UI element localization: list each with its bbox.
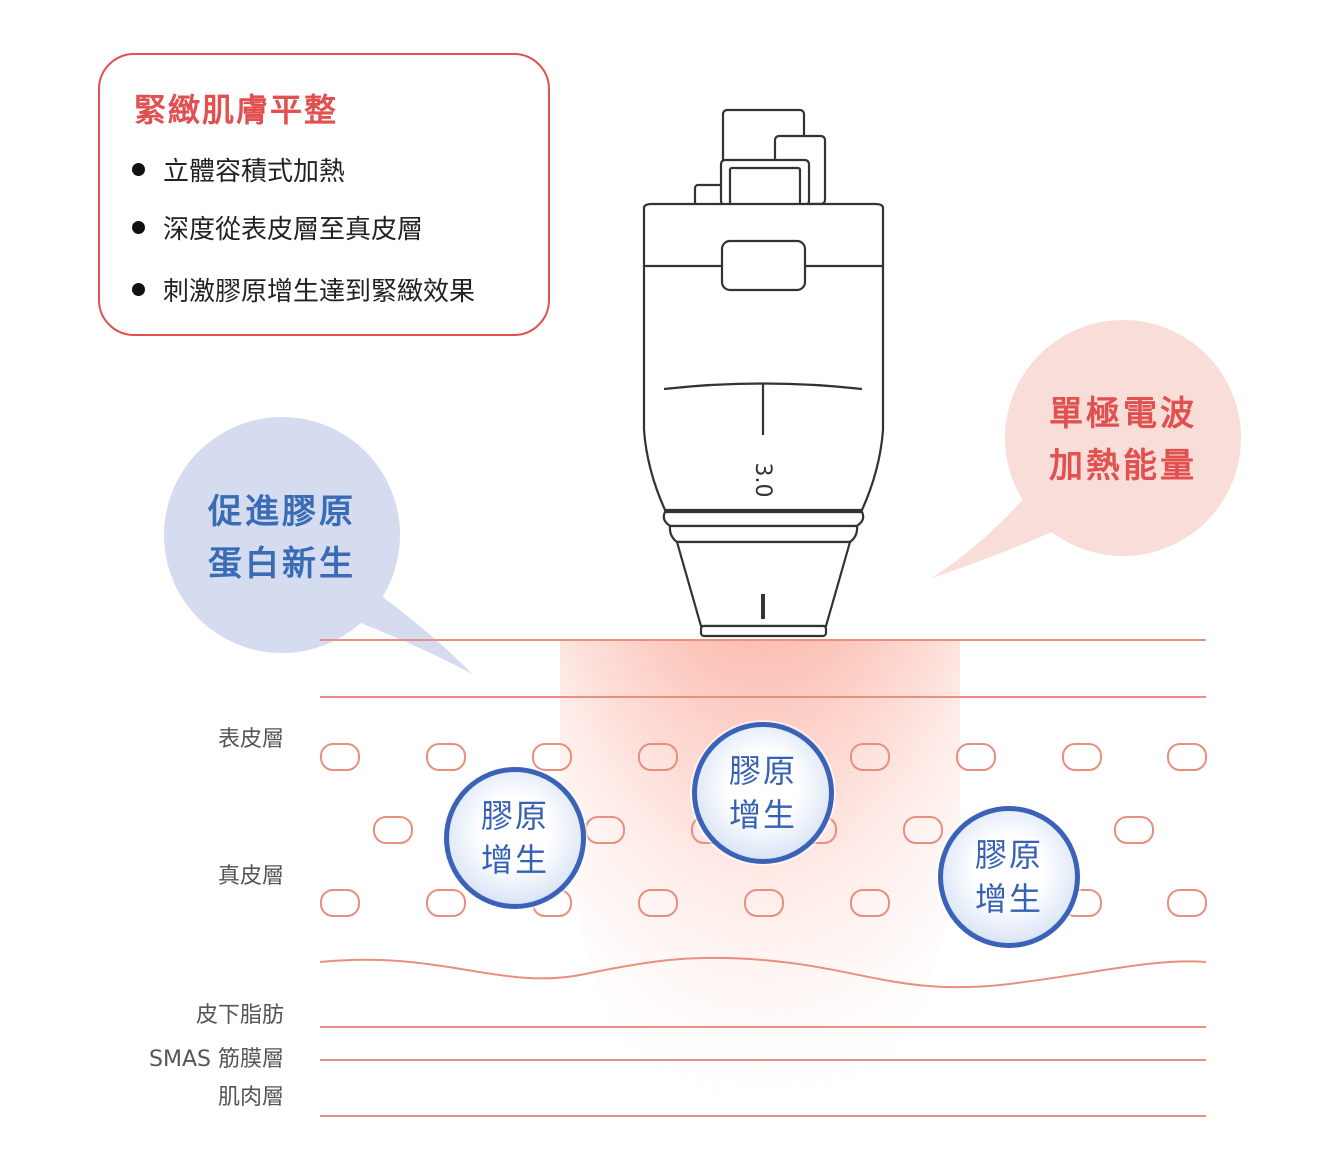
dermis-cell xyxy=(638,889,678,917)
info-card-item: 深度從表皮層至真皮層 xyxy=(132,209,423,246)
dermis-cell xyxy=(320,743,360,771)
bubble-left-text: 促進膠原 蛋白新生 xyxy=(190,486,374,590)
probe-tip-face xyxy=(699,624,828,638)
collagen-bubble-line2: 增生 xyxy=(728,796,797,834)
collagen-bubble: 膠原增生 xyxy=(938,806,1080,948)
probe-depth-label: 3.0 xyxy=(750,463,775,498)
bubble-left-line2: 蛋白新生 xyxy=(208,544,356,584)
dermis-cell xyxy=(850,889,890,917)
layer-label-epidermis: 表皮層 xyxy=(217,727,284,752)
probe-neck xyxy=(662,510,865,528)
dermis-cell xyxy=(956,743,996,771)
collagen-bubble: 膠原增生 xyxy=(444,767,586,909)
probe-body xyxy=(642,202,885,512)
dermis-cell xyxy=(1062,743,1102,771)
bubble-right-line1: 單極電波 xyxy=(1049,394,1197,434)
dermis-cell xyxy=(373,816,413,844)
collagen-bubble-line2: 增生 xyxy=(480,841,549,879)
dermis-cell xyxy=(744,889,784,917)
info-card-item: 立體容積式加熱 xyxy=(132,151,345,188)
dermis-cell xyxy=(1167,889,1207,917)
info-card-item: 刺激膠原增生達到緊緻效果 xyxy=(132,271,475,308)
dermis-cell xyxy=(426,889,466,917)
collagen-bubble-line2: 增生 xyxy=(974,880,1043,918)
info-card-item-text: 刺激膠原增生達到緊緻效果 xyxy=(163,277,476,307)
collagen-bubble-line1: 膠原 xyxy=(480,797,549,835)
dermis-cell xyxy=(850,743,890,771)
bubble-right xyxy=(1005,320,1241,556)
layer-label-smas: SMAS 筋膜層 xyxy=(149,1047,284,1072)
dermis-wave-line xyxy=(319,956,1207,989)
info-card: 緊緻肌膚平整 立體容積式加熱 深度從表皮層至真皮層 刺激膠原增生達到緊緻效果 xyxy=(98,53,550,336)
info-card-item-text: 深度從表皮層至真皮層 xyxy=(163,215,424,245)
layer-label-dermis: 真皮層 xyxy=(217,864,284,889)
bullet-icon xyxy=(132,221,145,234)
layer-label-fat: 皮下脂肪 xyxy=(195,1003,284,1028)
dermis-cell xyxy=(1167,743,1207,771)
dermis-cell xyxy=(320,889,360,917)
rf-probe-device xyxy=(642,108,885,638)
bubble-left-line1: 促進膠原 xyxy=(208,492,356,532)
dermis-cell xyxy=(903,816,943,844)
dermis-cell xyxy=(585,816,625,844)
info-card-item-text: 立體容積式加熱 xyxy=(163,157,346,187)
bubble-right-line2: 加熱能量 xyxy=(1049,446,1197,486)
collagen-bubble-line1: 膠原 xyxy=(974,836,1043,874)
dermis-cell xyxy=(1114,816,1154,844)
collagen-bubble: 膠原增生 xyxy=(692,722,834,864)
dermis-cell xyxy=(638,743,678,771)
bubble-left xyxy=(164,417,400,653)
dermis-cell xyxy=(532,743,572,771)
info-card-title: 緊緻肌膚平整 xyxy=(134,91,339,129)
bullet-icon xyxy=(132,163,145,176)
layer-label-muscle: 肌肉層 xyxy=(217,1085,284,1110)
probe-window xyxy=(720,239,807,292)
collagen-bubble-line1: 膠原 xyxy=(728,752,797,790)
bullet-icon xyxy=(132,283,145,296)
bubble-right-text: 單極電波 加熱能量 xyxy=(1031,388,1215,492)
dermis-cell xyxy=(426,743,466,771)
skin-layer-lines xyxy=(319,639,1207,1117)
